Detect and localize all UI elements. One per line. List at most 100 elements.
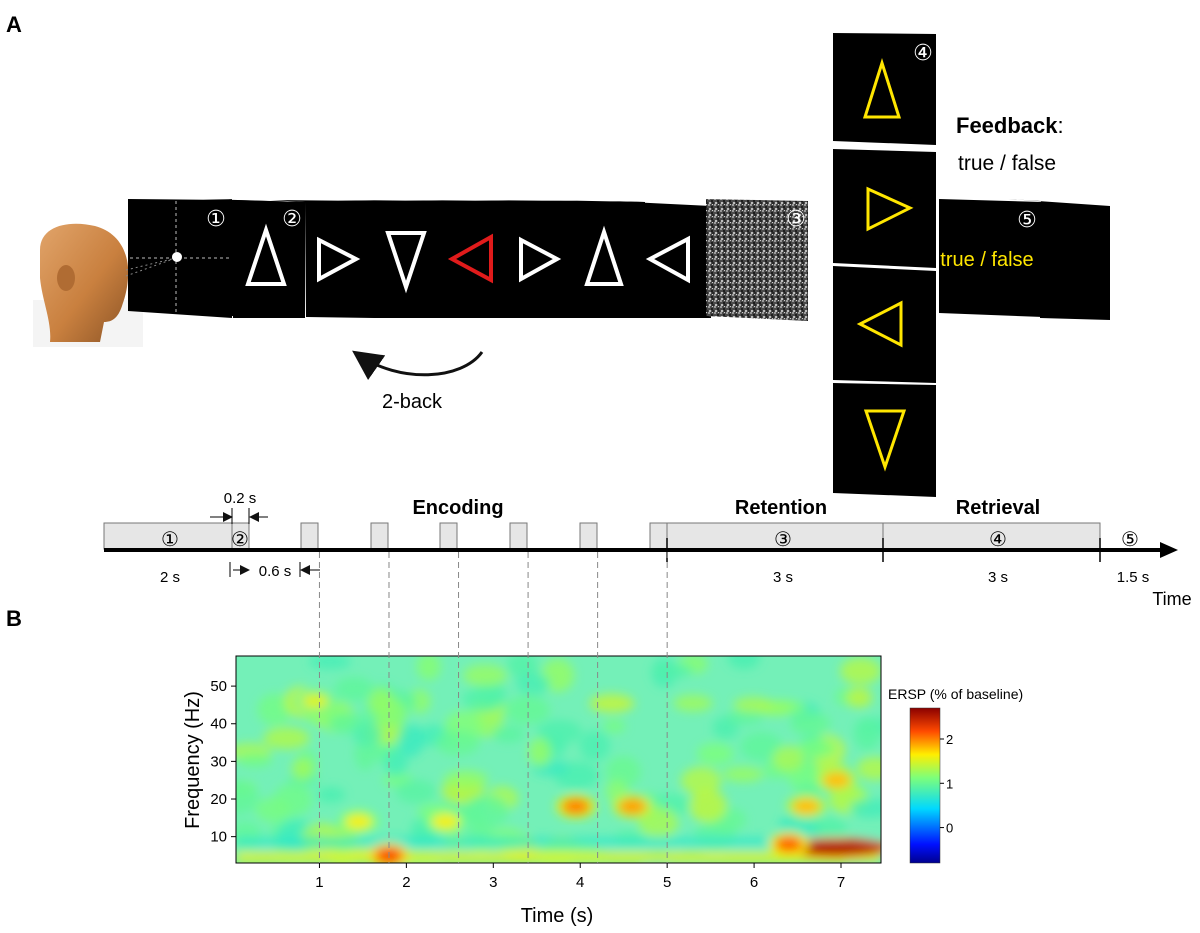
y-tick-label: 30: [210, 753, 227, 770]
phase-retention: Retention: [735, 497, 827, 519]
feedback-screen: true / false ⑤: [939, 199, 1110, 320]
heatmap-texture-blob: [712, 716, 739, 740]
heatmap-texture-blob: [397, 724, 424, 758]
stim-block-6: [579, 522, 598, 550]
heatmap-texture-blob: [435, 730, 481, 756]
heatmap-texture-blob: [589, 694, 635, 713]
y-tick-label: 50: [210, 678, 227, 695]
heatmap-texture-blob: [849, 798, 881, 818]
colorbar-label: ERSP (% of baseline): [888, 686, 1023, 702]
heatmap-texture-blob: [291, 758, 314, 781]
event-lines: [318, 552, 668, 863]
feedback-options: true / false: [958, 152, 1056, 175]
heatmap-texture-blob: [696, 743, 734, 765]
duration-isi: 0.6 s: [259, 563, 292, 580]
screen-fixation: ①: [125, 199, 232, 318]
heatmap-texture-blob: [638, 807, 679, 839]
heatmap-texture-blob: [395, 779, 437, 804]
alpha-band-dip: [236, 836, 881, 848]
heatmap-texture-blob: [796, 737, 838, 759]
probe-screen-4: [833, 383, 936, 497]
triangle-up-yellow-icon: [862, 58, 902, 119]
triangle-left-yellow-icon: [856, 300, 903, 348]
probe-screen-2: [833, 149, 936, 268]
triangle-up-icon: [245, 223, 287, 286]
heatmap-texture-blob: [722, 766, 764, 783]
heatmap-texture-blob: [845, 687, 873, 708]
y-tick-label: 10: [210, 829, 227, 846]
screen-3-number: ③: [786, 206, 806, 231]
screen-4-number: ④: [913, 40, 933, 65]
heatmap-texture-blob: [605, 755, 641, 789]
screen-5-number: ⑤: [1017, 207, 1037, 232]
duration-stim: 0.2 s: [224, 490, 257, 507]
colorbar-gradient: [909, 707, 941, 864]
probe-screen-3: [833, 266, 936, 383]
two-back-arrow-icon: [352, 350, 484, 381]
heatmap-texture-blob: [236, 752, 273, 768]
feedback-screen-text: true / false: [940, 249, 1033, 271]
phase-encoding: Encoding: [412, 497, 503, 519]
hotspot: [774, 836, 803, 853]
screen-stim-5: [475, 200, 577, 318]
heatmap-texture-blob: [504, 695, 551, 725]
hotspot: [561, 798, 590, 815]
two-back-label: 2-back: [382, 391, 443, 413]
stim-block-4: [439, 522, 458, 550]
heatmap-texture-blob: [853, 717, 881, 751]
timeline-num-4: ④: [989, 529, 1007, 551]
heatmap-texture-blob: [733, 696, 773, 713]
triangle-right-yellow-icon: [866, 186, 914, 232]
hotspot: [792, 798, 821, 815]
heatmap-texture-blob: [528, 737, 552, 767]
x-tick-label: 4: [576, 874, 584, 891]
triangle-down-yellow-icon: [863, 409, 907, 472]
triangle-up-icon: [584, 225, 624, 286]
screen-stim-2: [270, 200, 374, 318]
stim-block-3: [370, 522, 389, 550]
probe-screen-1: ④: [833, 33, 936, 145]
heatmap-blobs: [236, 656, 881, 863]
heatmap-texture-blob: [462, 664, 508, 687]
heatmap-texture-blob: [263, 727, 310, 750]
triangle-down-icon: [385, 231, 427, 294]
heatmap-texture-blob: [727, 656, 761, 670]
duration-retrieval: 3 s: [988, 569, 1008, 586]
timeline-num-1: ①: [161, 529, 179, 551]
x-tick-label: 2: [402, 874, 410, 891]
colorbar: 012 ERSP (% of baseline): [888, 686, 1023, 864]
y-axis-label: Frequency (Hz): [182, 691, 204, 829]
heatmap-texture-blob: [384, 749, 408, 777]
heatmap-texture-blob: [536, 719, 583, 745]
heatmap-texture-blob: [255, 797, 291, 823]
low-frequency-band: [236, 851, 881, 863]
screen-stim-6: [542, 200, 645, 318]
screen-stim-3: [338, 200, 442, 318]
x-axis-label: Time (s): [521, 905, 594, 927]
heatmap-texture-blob: [652, 663, 694, 678]
panel-b-label: B: [6, 606, 22, 631]
heatmap-texture-blob: [408, 689, 431, 714]
hotspot: [822, 772, 851, 789]
heatmap-texture-blob: [462, 686, 505, 713]
heatmap-texture-blob: [790, 712, 831, 736]
triangle-right-icon: [317, 236, 361, 283]
screen-1-number: ①: [206, 206, 226, 231]
hotspot: [431, 813, 460, 830]
stim-block-5: [509, 522, 528, 550]
triangle-right-icon: [519, 236, 562, 283]
hotspot: [344, 813, 373, 830]
duration-retention: 3 s: [773, 569, 793, 586]
x-tick-label: 6: [750, 874, 758, 891]
heatmap-texture-blob: [602, 719, 626, 734]
heatmap-texture-blob: [840, 657, 881, 685]
screen-stim-7: [610, 201, 711, 318]
heatmap-texture-blob: [316, 786, 346, 803]
feedback-colon: :: [1058, 113, 1064, 138]
heatmap-texture-blob: [375, 698, 407, 729]
phase-retrieval: Retrieval: [956, 497, 1041, 519]
x-tick-label: 3: [489, 874, 497, 891]
